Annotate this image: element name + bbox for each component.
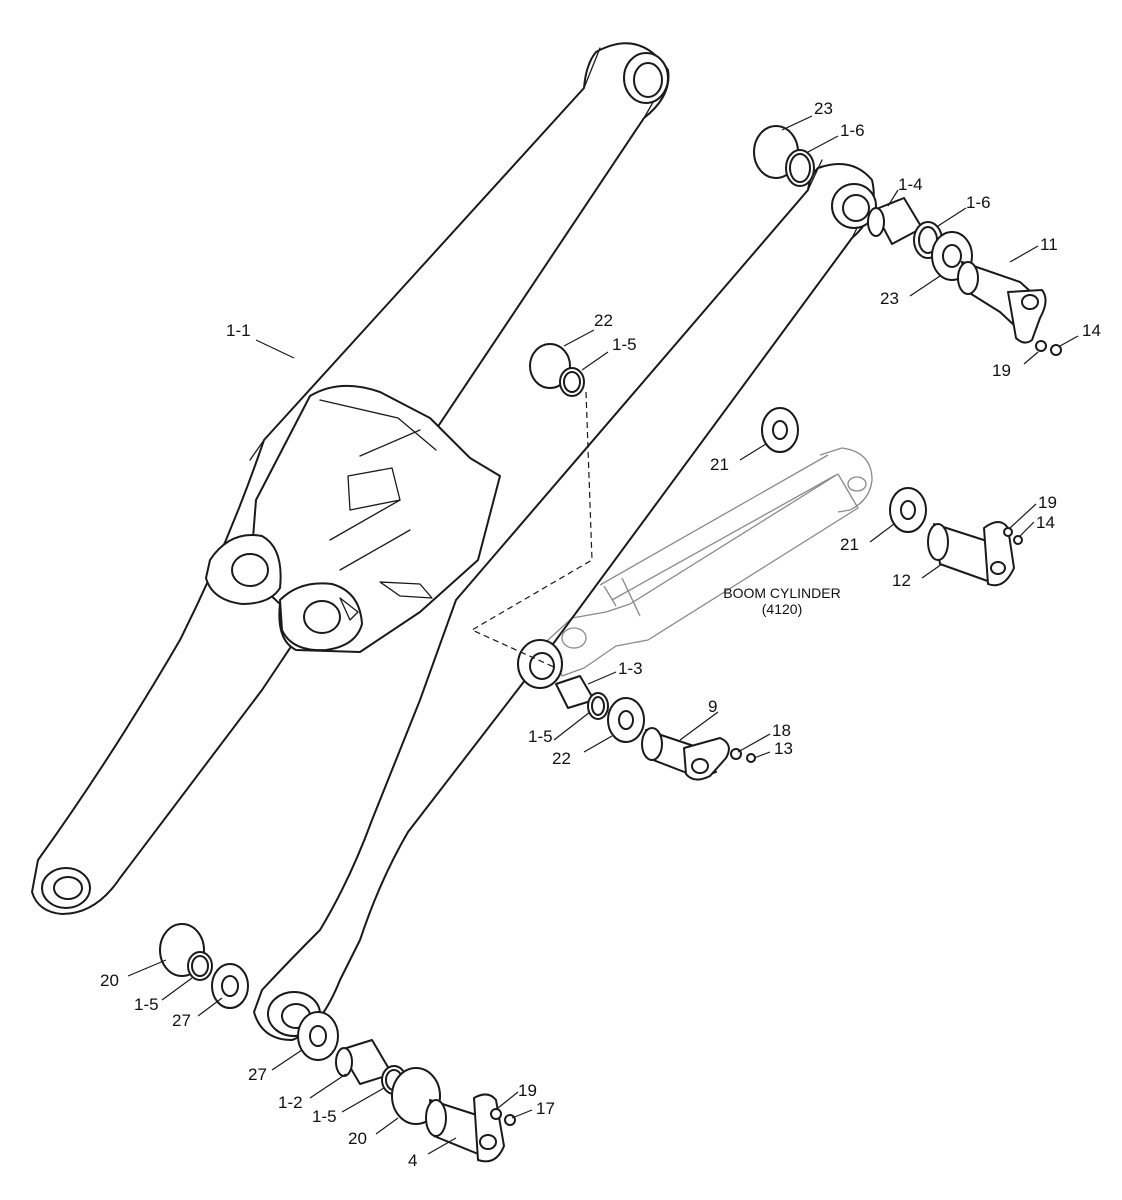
washer-19-bottom [490, 1108, 502, 1120]
bolt-14-top [1050, 344, 1062, 356]
washer-21-top [761, 407, 799, 453]
callout-20-bottom: 20 [348, 1129, 367, 1148]
callout-23-mid: 23 [880, 289, 899, 308]
callout-23-top: 23 [814, 99, 833, 118]
callout-labels: 1-1 23 1-6 1-4 1-6 11 23 14 19 22 1-5 21… [100, 99, 1101, 1170]
bolt-14-mid [1013, 535, 1023, 545]
callout-4: 4 [408, 1151, 417, 1170]
leader-lines [127, 115, 1079, 1155]
callout-19-top: 19 [992, 361, 1011, 380]
callout-1-5-bottom: 1-5 [312, 1107, 337, 1126]
rod-end-pin-set [517, 639, 756, 781]
callout-20-left: 20 [100, 971, 119, 990]
callout-1-2: 1-2 [278, 1093, 303, 1112]
callout-21-top: 21 [710, 455, 729, 474]
boom-cylinder [547, 447, 873, 677]
callout-1-5-mid: 1-5 [528, 727, 553, 746]
callout-19-mid: 19 [1038, 493, 1057, 512]
callout-1-6-top: 1-6 [840, 121, 865, 140]
callout-27-bottom: 27 [248, 1065, 267, 1084]
bolt-13 [746, 753, 756, 763]
callout-17: 17 [536, 1099, 555, 1118]
callout-22-top: 22 [594, 311, 613, 330]
callout-27-left: 27 [172, 1011, 191, 1030]
callout-12: 12 [892, 571, 911, 590]
washer-21-mid [889, 487, 927, 533]
callout-1-6-mid: 1-6 [966, 193, 991, 212]
callout-18: 18 [772, 721, 791, 740]
rod-end-eye [517, 639, 563, 689]
callout-14-top: 14 [1082, 321, 1101, 340]
callout-19-bottom: 19 [518, 1081, 537, 1100]
washer-19-mid [1003, 527, 1013, 537]
callout-13: 13 [774, 739, 793, 758]
callout-1-4: 1-4 [898, 175, 923, 194]
bolt-17 [504, 1114, 516, 1126]
boom-arm-left [31, 42, 670, 915]
callout-1-5-left: 1-5 [134, 995, 159, 1014]
boom-cylinder-label: BOOM CYLINDER [723, 585, 840, 601]
callout-21-mid: 21 [840, 535, 859, 554]
callout-1-5-top: 1-5 [612, 335, 637, 354]
washer-27-left [211, 963, 249, 1009]
callout-11: 11 [1040, 235, 1058, 254]
washer-19-top [1035, 340, 1047, 352]
lower-pin-set [297, 1011, 516, 1163]
boom-cylinder-ref: (4120) [762, 601, 802, 617]
washer-22-mid [607, 697, 645, 743]
callout-14-mid: 14 [1036, 513, 1055, 532]
boom-link-bosses [205, 534, 363, 652]
callout-1-3: 1-3 [618, 659, 643, 678]
callout-1-1: 1-1 [226, 321, 251, 340]
callout-9: 9 [708, 697, 717, 716]
upper-right-pin-set [753, 125, 1062, 356]
callout-22-mid: 22 [552, 749, 571, 768]
rod-end-upper-parts [529, 343, 585, 397]
lower-left-pin-set [159, 923, 249, 1009]
washer-27-bottom [297, 1011, 339, 1061]
assembly-guide-line [470, 391, 593, 669]
cylinder-head-pin-set [761, 407, 1023, 587]
